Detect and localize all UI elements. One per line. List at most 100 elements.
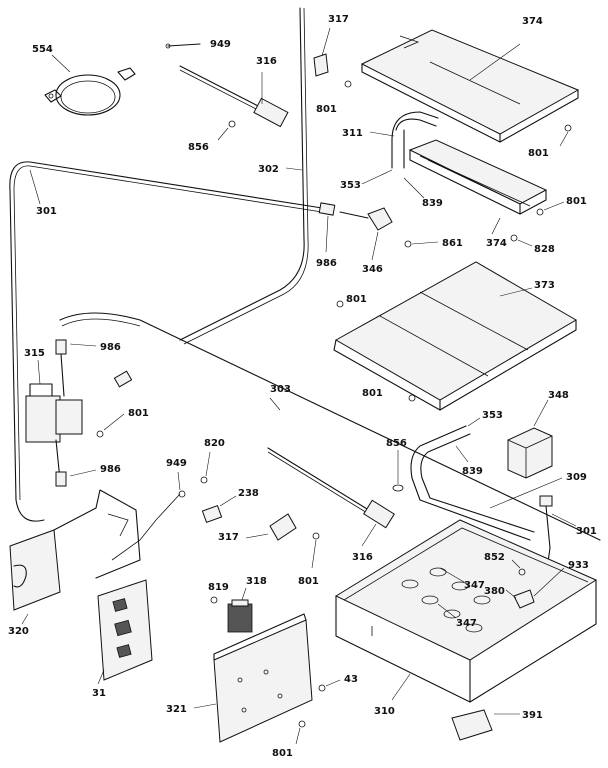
label-801-f: 801	[362, 388, 383, 399]
part-43-screw	[318, 684, 326, 692]
label-828: 828	[534, 244, 555, 255]
label-31: 31	[92, 688, 106, 699]
label-317-lower: 317	[218, 532, 239, 543]
label-320: 320	[8, 626, 29, 637]
part-317-bracket-lower	[245, 513, 297, 541]
label-949-top: 949	[210, 39, 231, 50]
label-801-d: 801	[346, 294, 367, 305]
part-320-side-bracket	[9, 489, 141, 625]
part-949-pin-lower	[178, 490, 186, 498]
part-986-fitting-left-b	[55, 469, 97, 487]
part-986-fitting-left-a	[55, 339, 97, 355]
label-801-e: 801	[128, 408, 149, 419]
label-353-lower: 353	[482, 410, 503, 421]
label-302: 302	[258, 164, 279, 175]
label-374-lower: 374	[486, 238, 507, 249]
label-301-right: 301	[576, 526, 597, 537]
part-801-screw-h	[298, 720, 306, 728]
part-301-tube-right	[539, 495, 577, 563]
label-933: 933	[568, 560, 589, 571]
part-852-screw	[518, 568, 526, 576]
label-391: 391	[522, 710, 543, 721]
label-374-upper: 374	[522, 16, 543, 27]
label-348: 348	[548, 390, 569, 401]
part-986-fitting-mid	[113, 370, 133, 388]
label-986-center: 986	[316, 258, 337, 269]
part-348-block	[507, 399, 553, 479]
label-316-lower: 316	[352, 552, 373, 563]
part-302-gas-tube	[179, 7, 309, 345]
label-852: 852	[484, 552, 505, 563]
label-316-upper: 316	[256, 56, 277, 67]
label-321: 321	[166, 704, 187, 715]
part-316-igniter-lower	[267, 447, 395, 547]
label-801-a: 801	[316, 104, 337, 115]
label-839-upper: 839	[422, 198, 443, 209]
label-347-b: 347	[456, 618, 477, 629]
part-861-screw	[404, 240, 412, 248]
part-301-capillary-tube	[9, 161, 323, 522]
part-31-terminal-board	[97, 579, 153, 685]
label-986-left-a: 986	[100, 342, 121, 353]
part-353-burner-tube-lower	[410, 417, 535, 541]
label-801-c: 801	[566, 196, 587, 207]
leader-309	[489, 477, 563, 509]
part-374-upper-plate	[360, 29, 580, 143]
part-801-screw-a	[344, 80, 352, 88]
label-801-g: 801	[298, 576, 319, 587]
label-317-upper: 317	[328, 14, 349, 25]
label-554: 554	[32, 44, 53, 55]
part-856-screw-upper	[217, 120, 236, 141]
label-303: 303	[270, 384, 291, 395]
label-949-lower: 949	[166, 458, 187, 469]
label-347-a: 347	[464, 580, 485, 591]
part-311-burner-tube	[369, 111, 439, 169]
part-315-gas-valve	[25, 312, 601, 541]
label-861: 861	[442, 238, 463, 249]
part-310-broiler-pan	[334, 519, 598, 703]
label-318: 318	[246, 576, 267, 587]
part-554-wire-assembly	[44, 54, 136, 116]
label-311: 311	[342, 128, 363, 139]
label-309: 309	[566, 472, 587, 483]
part-820-fitting	[200, 476, 208, 484]
label-310: 310	[374, 706, 395, 717]
part-318-relay	[227, 587, 253, 633]
part-801-screw-g	[312, 532, 320, 540]
label-801-h: 801	[272, 748, 293, 759]
label-346: 346	[362, 264, 383, 275]
label-820: 820	[204, 438, 225, 449]
part-374-lower-burner	[408, 139, 548, 235]
part-801-screw-b	[564, 124, 572, 132]
part-346-valve	[339, 207, 393, 261]
part-801-screw-d	[336, 300, 344, 308]
label-819: 819	[208, 582, 229, 593]
part-801-screw-c	[536, 208, 544, 216]
label-43: 43	[344, 674, 358, 685]
part-801-screw-f	[408, 394, 416, 402]
part-933-clip	[513, 567, 565, 609]
part-801-screw-e	[96, 430, 104, 438]
part-819-screw	[210, 596, 218, 604]
label-986-left-b: 986	[100, 464, 121, 475]
part-321-mounting-plate	[193, 613, 313, 743]
part-856-screw-lower	[392, 450, 404, 492]
part-949-pin	[165, 43, 201, 49]
part-238-connector	[201, 495, 237, 524]
label-380: 380	[484, 586, 505, 597]
part-373-deflector	[333, 261, 577, 411]
label-373: 373	[534, 280, 555, 291]
label-238: 238	[238, 488, 259, 499]
label-315: 315	[24, 348, 45, 359]
label-839-lower: 839	[462, 466, 483, 477]
leader-303	[269, 397, 281, 411]
part-316-igniter-upper	[179, 65, 289, 128]
label-856-lower: 856	[386, 438, 407, 449]
part-986-fitting-center	[318, 202, 336, 253]
label-856-upper: 856	[188, 142, 209, 153]
label-353-upper: 353	[340, 180, 361, 191]
label-301-left: 301	[36, 206, 57, 217]
part-317-bracket-upper	[313, 27, 331, 77]
label-801-b: 801	[528, 148, 549, 159]
